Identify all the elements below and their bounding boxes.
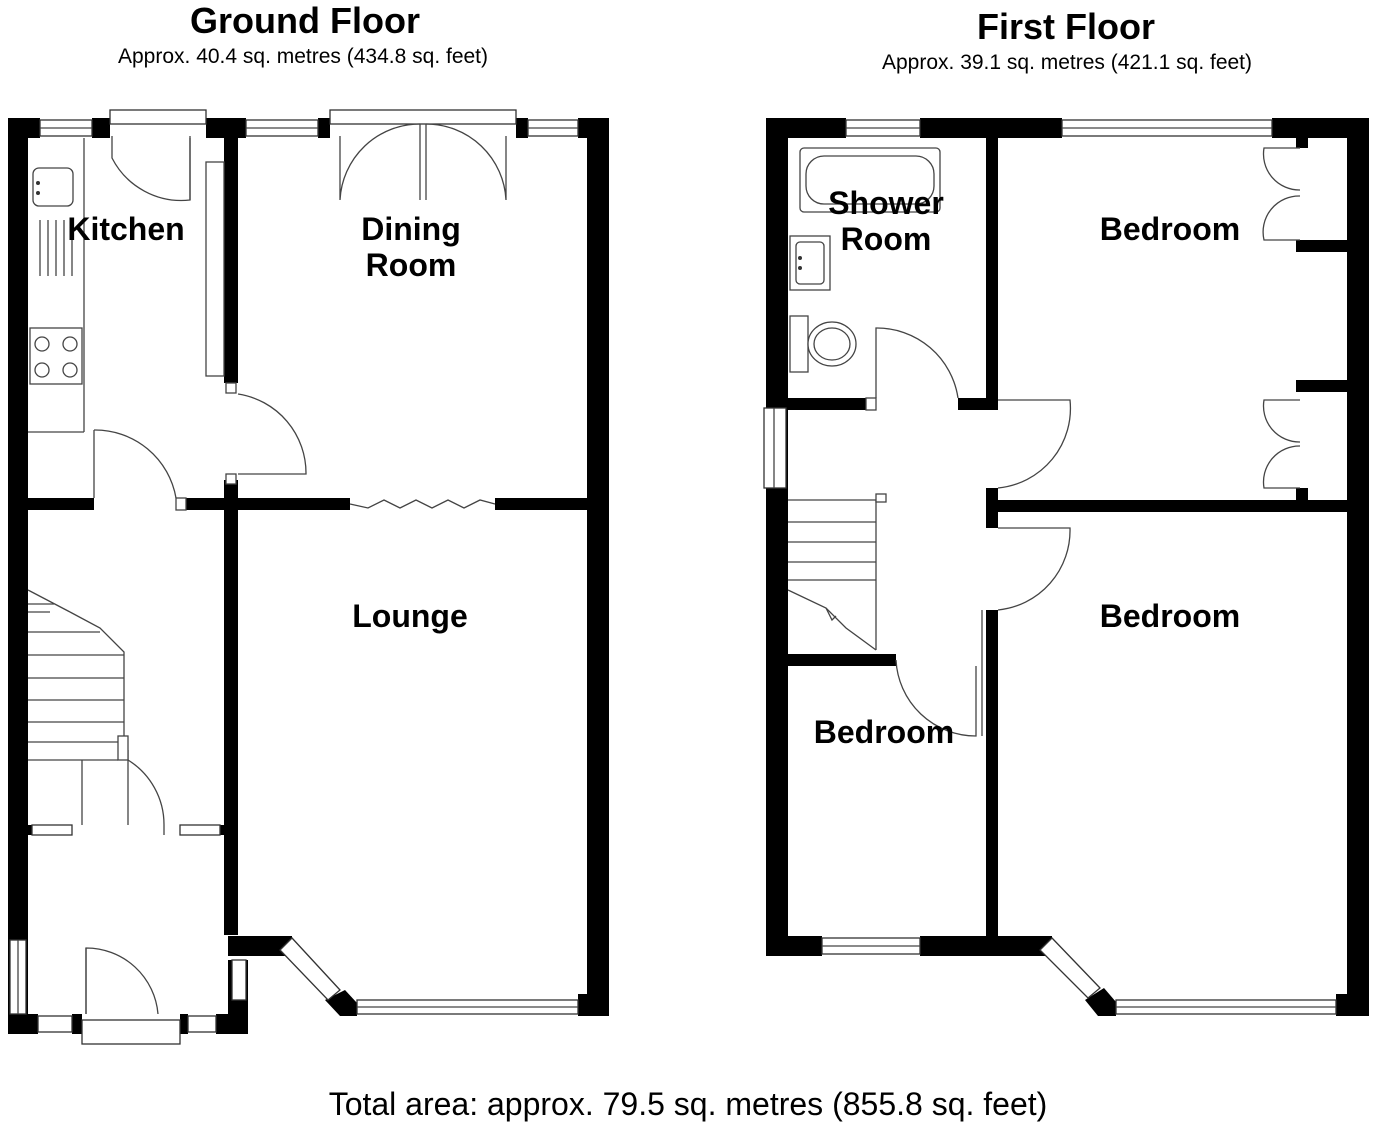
- ground-floor-stairs-icon: [27, 589, 129, 825]
- room-label-kitchen: Kitchen: [67, 211, 184, 247]
- drainer-icon: [39, 220, 73, 276]
- ground-floor-area: Approx. 40.4 sq. metres (434.8 sq. feet): [117, 45, 489, 68]
- first-floor-title: First Floor: [977, 6, 1155, 47]
- room-label-lounge: Lounge: [352, 598, 468, 634]
- ground-floor-plan: Kitchen Dining Room Lounge: [8, 109, 609, 1045]
- room-label-shower-line1: Shower: [828, 185, 944, 221]
- kitchen-fixtures: [28, 138, 225, 433]
- room-label-bedroom-rear: Bedroom: [1100, 211, 1240, 247]
- kitchen-worktop: [205, 161, 225, 377]
- room-label-shower-line2: Room: [841, 221, 932, 257]
- first-floor-area: Approx. 39.1 sq. metres (421.1 sq. feet): [881, 51, 1253, 74]
- room-label-dining-line1: Dining: [361, 211, 461, 247]
- first-floor-walls: [766, 118, 1369, 1016]
- shower-room-fixtures: [789, 147, 941, 373]
- first-floor-doors: [865, 147, 1301, 737]
- toilet-cistern-icon: [789, 315, 809, 373]
- first-floor-stairs-icon: [787, 493, 887, 651]
- ground-floor-windows: [9, 109, 579, 1045]
- first-floor-windows: [763, 119, 1337, 1015]
- total-area: Total area: approx. 79.5 sq. metres (855…: [328, 1086, 1048, 1122]
- room-label-dining-line2: Room: [366, 247, 457, 283]
- ground-floor-doors: [85, 123, 507, 1015]
- sink-icon: [32, 167, 74, 207]
- room-label-bedroom-front: Bedroom: [1100, 598, 1240, 634]
- ground-floor-title: Ground Floor: [190, 0, 420, 41]
- room-label-bedroom-small: Bedroom: [814, 714, 954, 750]
- ground-floor-walls: [8, 118, 609, 1034]
- first-floor-plan: Shower Room Bedroom Bedroom Bedroom: [763, 118, 1369, 1016]
